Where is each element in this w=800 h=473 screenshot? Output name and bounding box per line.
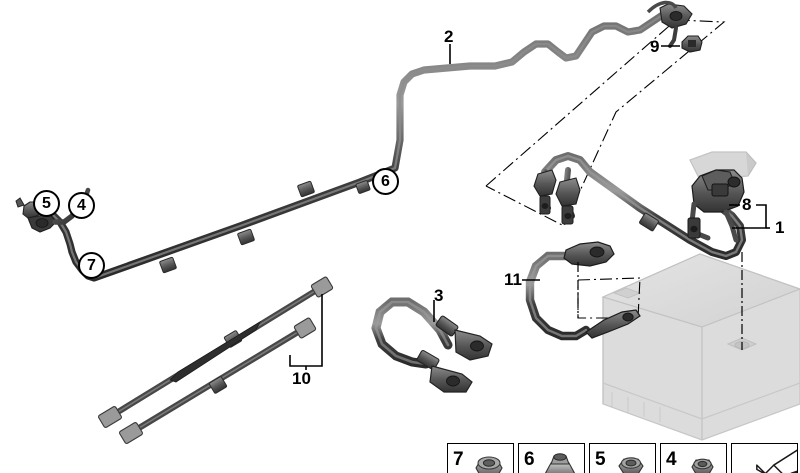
twin-cable-rods [98, 276, 334, 444]
callout-label-5: 5 [33, 190, 60, 217]
legend-label-4: 4 [666, 449, 677, 470]
main-battery-cable [41, 6, 680, 282]
callout-label-11: 11 [504, 270, 522, 289]
hex-lock-nut-icon [475, 456, 503, 473]
callout-label-2: 2 [444, 27, 454, 46]
u-shaped-earth-strap [371, 297, 493, 393]
flat-washer-plate-icon [756, 449, 797, 473]
callout-label-8: 8 [742, 195, 752, 214]
callout-label-7: 7 [78, 252, 105, 279]
assembly-boundary-upper [485, 19, 726, 227]
legend-item-plate [731, 443, 798, 473]
fastener-legend-strip: 7 6 5 4 [447, 443, 800, 473]
legend-item-4: 4 [660, 443, 727, 473]
callout-label-9: 9 [650, 37, 660, 56]
callout-label-10: 10 [292, 369, 311, 388]
hex-flange-nut-icon [544, 453, 576, 473]
cable-retaining-clips [159, 180, 371, 274]
callout-label-4: 4 [68, 192, 95, 219]
b-plus-terminal-block [687, 169, 745, 243]
hex-nut-small-icon [691, 458, 714, 473]
hex-nut-icon [618, 457, 644, 473]
legend-item-7: 7 [447, 443, 514, 473]
callout-label-3: 3 [434, 286, 444, 305]
legend-item-6: 6 [518, 443, 585, 473]
callout-label-6: 6 [372, 168, 399, 195]
legend-label-7: 7 [453, 449, 464, 470]
legend-label-6: 6 [524, 449, 535, 470]
callout-label-1: 1 [775, 218, 785, 237]
harness-upper-terminal [646, 0, 693, 48]
legend-label-5: 5 [595, 449, 606, 470]
legend-item-5: 5 [589, 443, 656, 473]
battery-ghost [601, 151, 800, 441]
cable-clip-9 [681, 35, 703, 53]
alignment-axes [577, 252, 743, 350]
looped-earth-cable [525, 241, 641, 341]
